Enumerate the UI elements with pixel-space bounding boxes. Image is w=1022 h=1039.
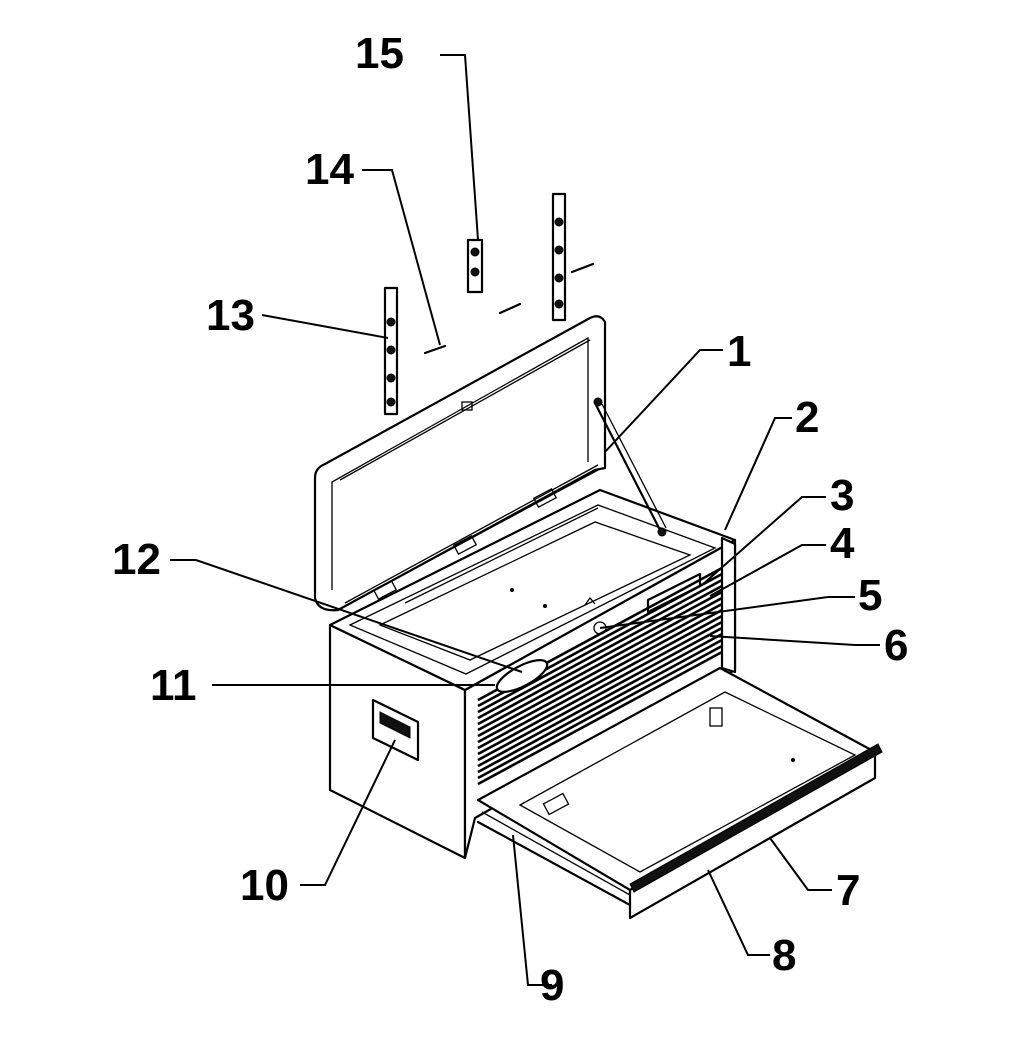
hinge-strip-left [383, 286, 399, 416]
leader-lines [170, 54, 880, 986]
hinge-pins [423, 262, 595, 355]
lid-inner-edge [331, 336, 589, 590]
part-label-13: 13 [206, 291, 255, 340]
part-labels: 15 14 13 1 2 3 4 5 6 12 11 10 7 8 9 [112, 29, 908, 1010]
tray-divider [404, 507, 599, 604]
part-label-5: 5 [858, 571, 882, 620]
part-label-4: 4 [830, 519, 855, 568]
hinge-strip-right [551, 192, 567, 322]
part-label-6: 6 [884, 621, 908, 670]
open-lid [313, 315, 607, 612]
drawer-slide [476, 820, 632, 907]
part-label-12: 12 [112, 535, 161, 584]
part-label-9: 9 [540, 961, 564, 1010]
part-label-15: 15 [355, 29, 404, 78]
hinge-bracket [466, 238, 484, 294]
part-label-8: 8 [772, 931, 796, 980]
lid-stay [594, 403, 662, 532]
tray-floor [378, 521, 692, 661]
part-label-2: 2 [795, 393, 819, 442]
part-label-11: 11 [150, 661, 197, 710]
part-label-10: 10 [240, 861, 289, 910]
tool-chest-illustration [313, 192, 883, 920]
part-label-3: 3 [830, 471, 854, 520]
bottom-drawer-inner [518, 691, 857, 873]
tray-inner-edge [348, 504, 717, 675]
drawer-fronts-hatched [477, 566, 723, 786]
part-label-7: 7 [836, 866, 860, 915]
drawer-handle [629, 743, 883, 893]
part-label-1: 1 [727, 327, 751, 376]
part-label-14: 14 [305, 145, 354, 194]
chest-right-edge [720, 536, 737, 674]
